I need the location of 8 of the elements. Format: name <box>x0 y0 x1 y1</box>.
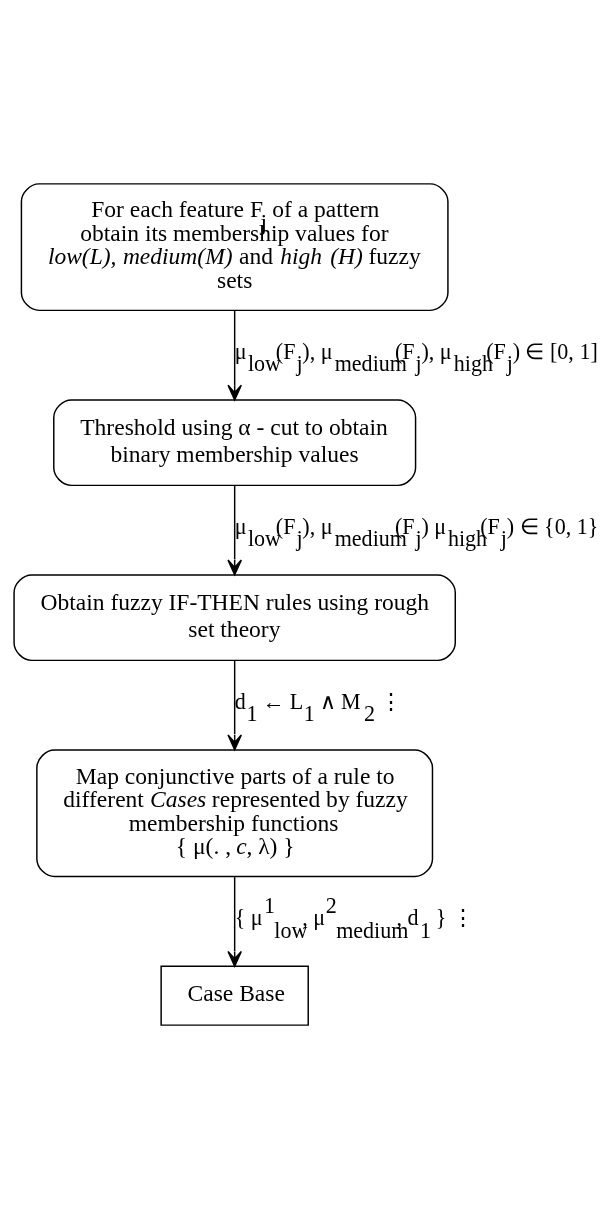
node-box: Map conjunctive parts of a rule to different Cases represented by fuzzy membership functions { μ(. , c, λ) } <box>36 748 434 877</box>
node-box: Threshold using α - cut to obtain binary membership values <box>53 398 417 486</box>
arrow <box>227 484 243 576</box>
node-box: Obtain fuzzy IF-THEN rules using rough set theory <box>13 573 456 661</box>
arrow <box>227 659 243 750</box>
arrow <box>227 875 243 967</box>
arrow <box>227 309 243 401</box>
node-box: Case Base <box>160 965 309 1026</box>
